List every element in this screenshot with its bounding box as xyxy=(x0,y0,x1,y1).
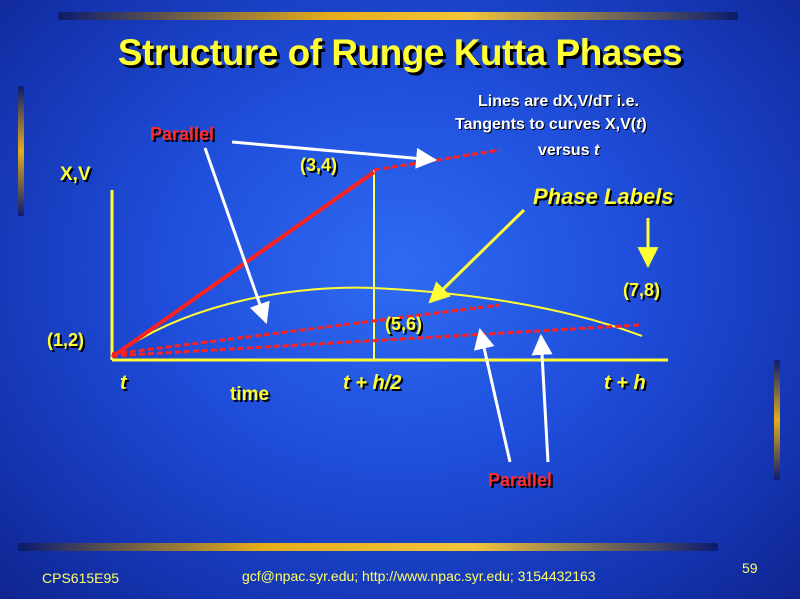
arrow-parallel-bottom-a xyxy=(473,327,512,463)
footer-course: CPS615E95 xyxy=(42,570,120,586)
note-line-3: versus t xyxy=(538,142,600,159)
y-axis-label: X,V xyxy=(60,164,91,185)
x-axis-label: time xyxy=(230,384,270,405)
phase-labels-heading: Phase Labels xyxy=(533,184,674,209)
phase-point-1-2: (1,2) xyxy=(47,330,85,350)
note-line-2: Tangents to curves X,V(t) xyxy=(455,116,647,133)
tangent-line-5-6 xyxy=(111,303,501,356)
phase-point-3-4: (3,4) xyxy=(300,155,338,175)
tangent-line-1-2 xyxy=(110,170,376,359)
right-decorative-bar xyxy=(774,360,780,480)
tick-label-t: t xyxy=(120,372,127,394)
note-line-1: Lines are dX,V/dT i.e. xyxy=(478,93,639,110)
phase-point-5-6: (5,6) xyxy=(385,314,423,334)
bottom-decorative-bar xyxy=(18,543,718,551)
parallel-label-top: Parallel xyxy=(150,124,215,144)
solution-curve-upper xyxy=(111,286,643,358)
tick-label-t-full: t + h xyxy=(604,372,646,394)
arrow-parallel-top-a xyxy=(231,140,438,169)
tangent-line-3-4 xyxy=(373,148,501,172)
arrow-phase-labels-a xyxy=(428,208,526,304)
footer-contact: gcf@npac.syr.edu; http://www.npac.syr.ed… xyxy=(242,568,596,584)
arrow-parallel-top-b xyxy=(203,147,270,324)
footer-page-number: 59 xyxy=(742,560,758,576)
tangent-line-7-8 xyxy=(111,323,641,358)
parallel-label-bottom: Parallel xyxy=(488,470,553,490)
left-decorative-bar xyxy=(18,86,24,216)
tick-label-t-half: t + h/2 xyxy=(343,372,402,394)
top-decorative-bar xyxy=(58,12,738,20)
slide-title: Structure of Runge Kutta Phases xyxy=(117,32,683,73)
phase-point-7-8: (7,8) xyxy=(623,280,661,300)
arrow-parallel-bottom-b xyxy=(531,333,553,463)
